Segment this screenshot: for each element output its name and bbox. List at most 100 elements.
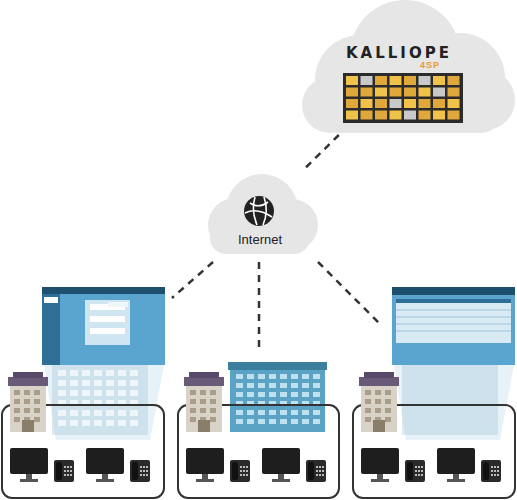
server-rack	[419, 111, 431, 120]
faded-building	[106, 380, 114, 386]
desk-equipment	[371, 479, 389, 482]
office-building	[228, 362, 327, 432]
office-building	[247, 383, 254, 388]
desk-equipment	[415, 470, 417, 472]
desk-equipment	[243, 470, 245, 472]
small-building	[210, 399, 216, 404]
server-rack	[433, 111, 445, 120]
site-left	[108, 302, 128, 307]
office-building	[258, 419, 265, 424]
desk-equipment	[202, 474, 208, 479]
desk-equipment	[26, 474, 32, 479]
faded-building	[58, 390, 66, 396]
logo-suffix: 4SP	[420, 60, 440, 70]
office-building	[236, 419, 243, 424]
server-rack	[419, 99, 431, 108]
desk-equipment	[146, 474, 148, 476]
faded-building	[70, 390, 78, 396]
desk-equipment	[102, 474, 108, 479]
faded-building	[402, 365, 498, 435]
faded-building	[130, 420, 138, 426]
desk-equipment	[130, 460, 150, 482]
small-building	[24, 390, 30, 395]
desk-equipment	[243, 474, 245, 476]
site-left	[90, 328, 125, 334]
office-building	[269, 374, 276, 379]
dashed-connector	[303, 135, 339, 170]
desk-equipment	[491, 470, 493, 472]
small-building	[210, 390, 216, 395]
faded-building	[58, 420, 66, 426]
desk-equipment	[418, 470, 420, 472]
faded-building	[94, 380, 102, 386]
site-left	[42, 287, 165, 294]
desk-equipment	[418, 466, 420, 468]
server-rack	[448, 111, 460, 120]
office-building	[228, 362, 327, 370]
office-building	[313, 392, 320, 397]
server-rack	[346, 88, 358, 97]
desk-equipment	[230, 460, 250, 482]
desk-equipment	[20, 479, 38, 482]
desk-equipment	[316, 474, 318, 476]
cloud-base	[320, 95, 500, 133]
desk-equipment	[240, 470, 242, 472]
small-building	[200, 390, 206, 395]
faded-building	[106, 370, 114, 376]
faded-building	[58, 370, 138, 426]
desk-equipment	[278, 474, 284, 479]
office-building	[247, 410, 254, 415]
server-rack	[346, 76, 460, 120]
small-building	[365, 390, 371, 395]
desk-equipment	[246, 470, 248, 472]
server-rack	[419, 88, 431, 97]
site-right	[392, 287, 515, 440]
office-building	[291, 419, 298, 424]
globe-icon	[253, 197, 257, 225]
faded-building	[106, 420, 114, 426]
desk-equipment	[240, 466, 242, 468]
server-rack	[361, 88, 373, 97]
desk-equipment	[494, 470, 496, 472]
office-building	[258, 392, 265, 397]
faded-building	[130, 390, 138, 396]
office-building	[291, 374, 298, 379]
faded-building	[106, 410, 114, 416]
desk-equipment	[10, 448, 48, 474]
site-left	[42, 287, 165, 440]
desk-equipment	[319, 470, 321, 472]
desk-equipment	[437, 448, 475, 474]
small-building	[375, 399, 381, 404]
faded-building	[118, 370, 126, 376]
desk-equipment	[143, 470, 145, 472]
office-building	[280, 374, 287, 379]
desk-equipment	[415, 466, 417, 468]
faded-building	[52, 365, 148, 435]
server-rack	[433, 76, 445, 85]
desk-equipment	[494, 474, 496, 476]
desk-equipment	[481, 460, 501, 482]
small-building	[190, 408, 196, 413]
desk-equipment	[246, 466, 248, 468]
desk-equipment	[421, 470, 423, 472]
small-building	[385, 408, 391, 413]
faded-building	[82, 420, 90, 426]
small-building	[189, 372, 219, 378]
site-left	[85, 300, 130, 345]
cloud-node: KALLIOPE4SP	[300, 0, 515, 135]
desk-equipment	[316, 470, 318, 472]
desk-equipment	[361, 448, 399, 474]
office-building	[313, 419, 320, 424]
server-rack	[448, 76, 460, 85]
small-building	[385, 399, 391, 404]
office-building	[230, 362, 325, 432]
desk-equipment	[447, 479, 465, 482]
office-building	[302, 410, 309, 415]
desk-equipment	[96, 479, 114, 482]
faded-building	[130, 410, 138, 416]
server-rack	[346, 76, 358, 85]
server-rack	[361, 111, 373, 120]
dashed-link	[318, 262, 382, 326]
cloud-shape	[300, 0, 515, 135]
